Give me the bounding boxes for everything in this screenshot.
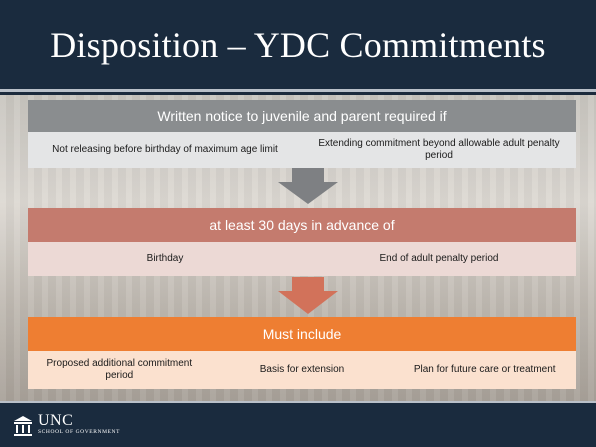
down-arrow-icon (278, 168, 338, 204)
step-1-item: Extending commitment beyond allowable ad… (318, 138, 560, 161)
slide-footer: UNC SCHOOL OF GOVERNMENT (0, 401, 596, 447)
step-3-row: Proposed additional commitment period Ba… (28, 351, 576, 389)
step-2-item: End of adult penalty period (379, 253, 499, 264)
slide-title: Disposition – YDC Commitments (50, 25, 546, 65)
step-3-item: Basis for extension (259, 364, 345, 375)
logo-wordmark: UNC (38, 412, 74, 429)
down-arrow-icon (278, 277, 338, 314)
step-1-row: Not releasing before birthday of maximum… (28, 132, 576, 168)
slide-header: Disposition – YDC Commitments (0, 0, 596, 92)
step-2-row: Birthday End of adult penalty period (28, 242, 576, 276)
step-3-header: Must include (28, 317, 576, 351)
step-1-header-text: Written notice to juvenile and parent re… (157, 108, 447, 124)
step-2-header: at least 30 days in advance of (28, 208, 576, 242)
step-1-header: Written notice to juvenile and parent re… (28, 100, 576, 132)
step-2-header-text: at least 30 days in advance of (209, 217, 395, 233)
unc-logo: UNC SCHOOL OF GOVERNMENT (38, 413, 120, 436)
step-3-header-text: Must include (262, 326, 342, 342)
step-3-item: Proposed additional commitment period (46, 358, 193, 381)
step-3-item: Plan for future care or treatment (413, 364, 556, 375)
old-well-icon (14, 416, 32, 436)
logo-subtitle: SCHOOL OF GOVERNMENT (38, 429, 121, 435)
step-2-item: Birthday (146, 253, 184, 264)
step-1-item: Not releasing before birthday of maximum… (52, 144, 278, 155)
